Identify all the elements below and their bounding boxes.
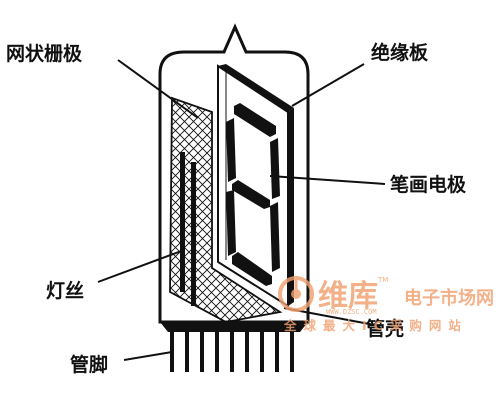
pin xyxy=(260,330,264,372)
watermark-brand: 维库 xyxy=(318,279,378,314)
leader-lines xyxy=(97,59,386,361)
filaments xyxy=(180,152,196,306)
pin xyxy=(245,330,249,372)
label-insulation: 绝缘板 xyxy=(371,41,429,64)
segment-a xyxy=(234,103,276,137)
leader-filament xyxy=(97,249,185,283)
pin xyxy=(215,330,219,372)
segment-electrodes xyxy=(226,103,280,286)
tube-base xyxy=(160,322,308,332)
watermark-url: WWW.DZSC.COM xyxy=(326,308,377,316)
watermark-tm: TM xyxy=(377,276,388,284)
watermark-tagline: 电子市场网 xyxy=(404,287,494,309)
pin xyxy=(200,330,204,372)
segment-g xyxy=(232,180,270,209)
label-shell: 管壳 xyxy=(366,317,404,340)
pin xyxy=(290,330,294,372)
pins-group xyxy=(170,330,294,372)
filament-wire xyxy=(191,162,196,306)
label-grid: 网状栅极 xyxy=(6,42,83,65)
pin xyxy=(275,330,279,372)
segment-f xyxy=(226,118,236,182)
label-pins: 管脚 xyxy=(70,353,108,376)
tube-envelope xyxy=(158,23,310,324)
segment-c xyxy=(270,202,280,272)
watermark-slogan: 全球最大IC采购网站 xyxy=(283,318,468,333)
segment-e xyxy=(226,190,236,256)
pin xyxy=(170,330,174,372)
segment-b xyxy=(270,138,280,199)
pin xyxy=(185,330,189,372)
leader-grid xyxy=(117,59,199,119)
watermark-logo-icon xyxy=(278,276,314,312)
leader-segment xyxy=(269,175,386,185)
pin xyxy=(230,330,234,372)
label-segment: 笔画电极 xyxy=(390,173,467,196)
label-filament: 灯丝 xyxy=(46,279,84,302)
watermark: 维库 电子市场网 WWW.DZSC.COM 全球最大IC采购网站 TM xyxy=(278,276,494,333)
segment-d xyxy=(232,252,272,286)
leader-pins xyxy=(123,351,173,361)
filament-wire xyxy=(180,152,185,292)
leader-insulation xyxy=(291,63,365,107)
